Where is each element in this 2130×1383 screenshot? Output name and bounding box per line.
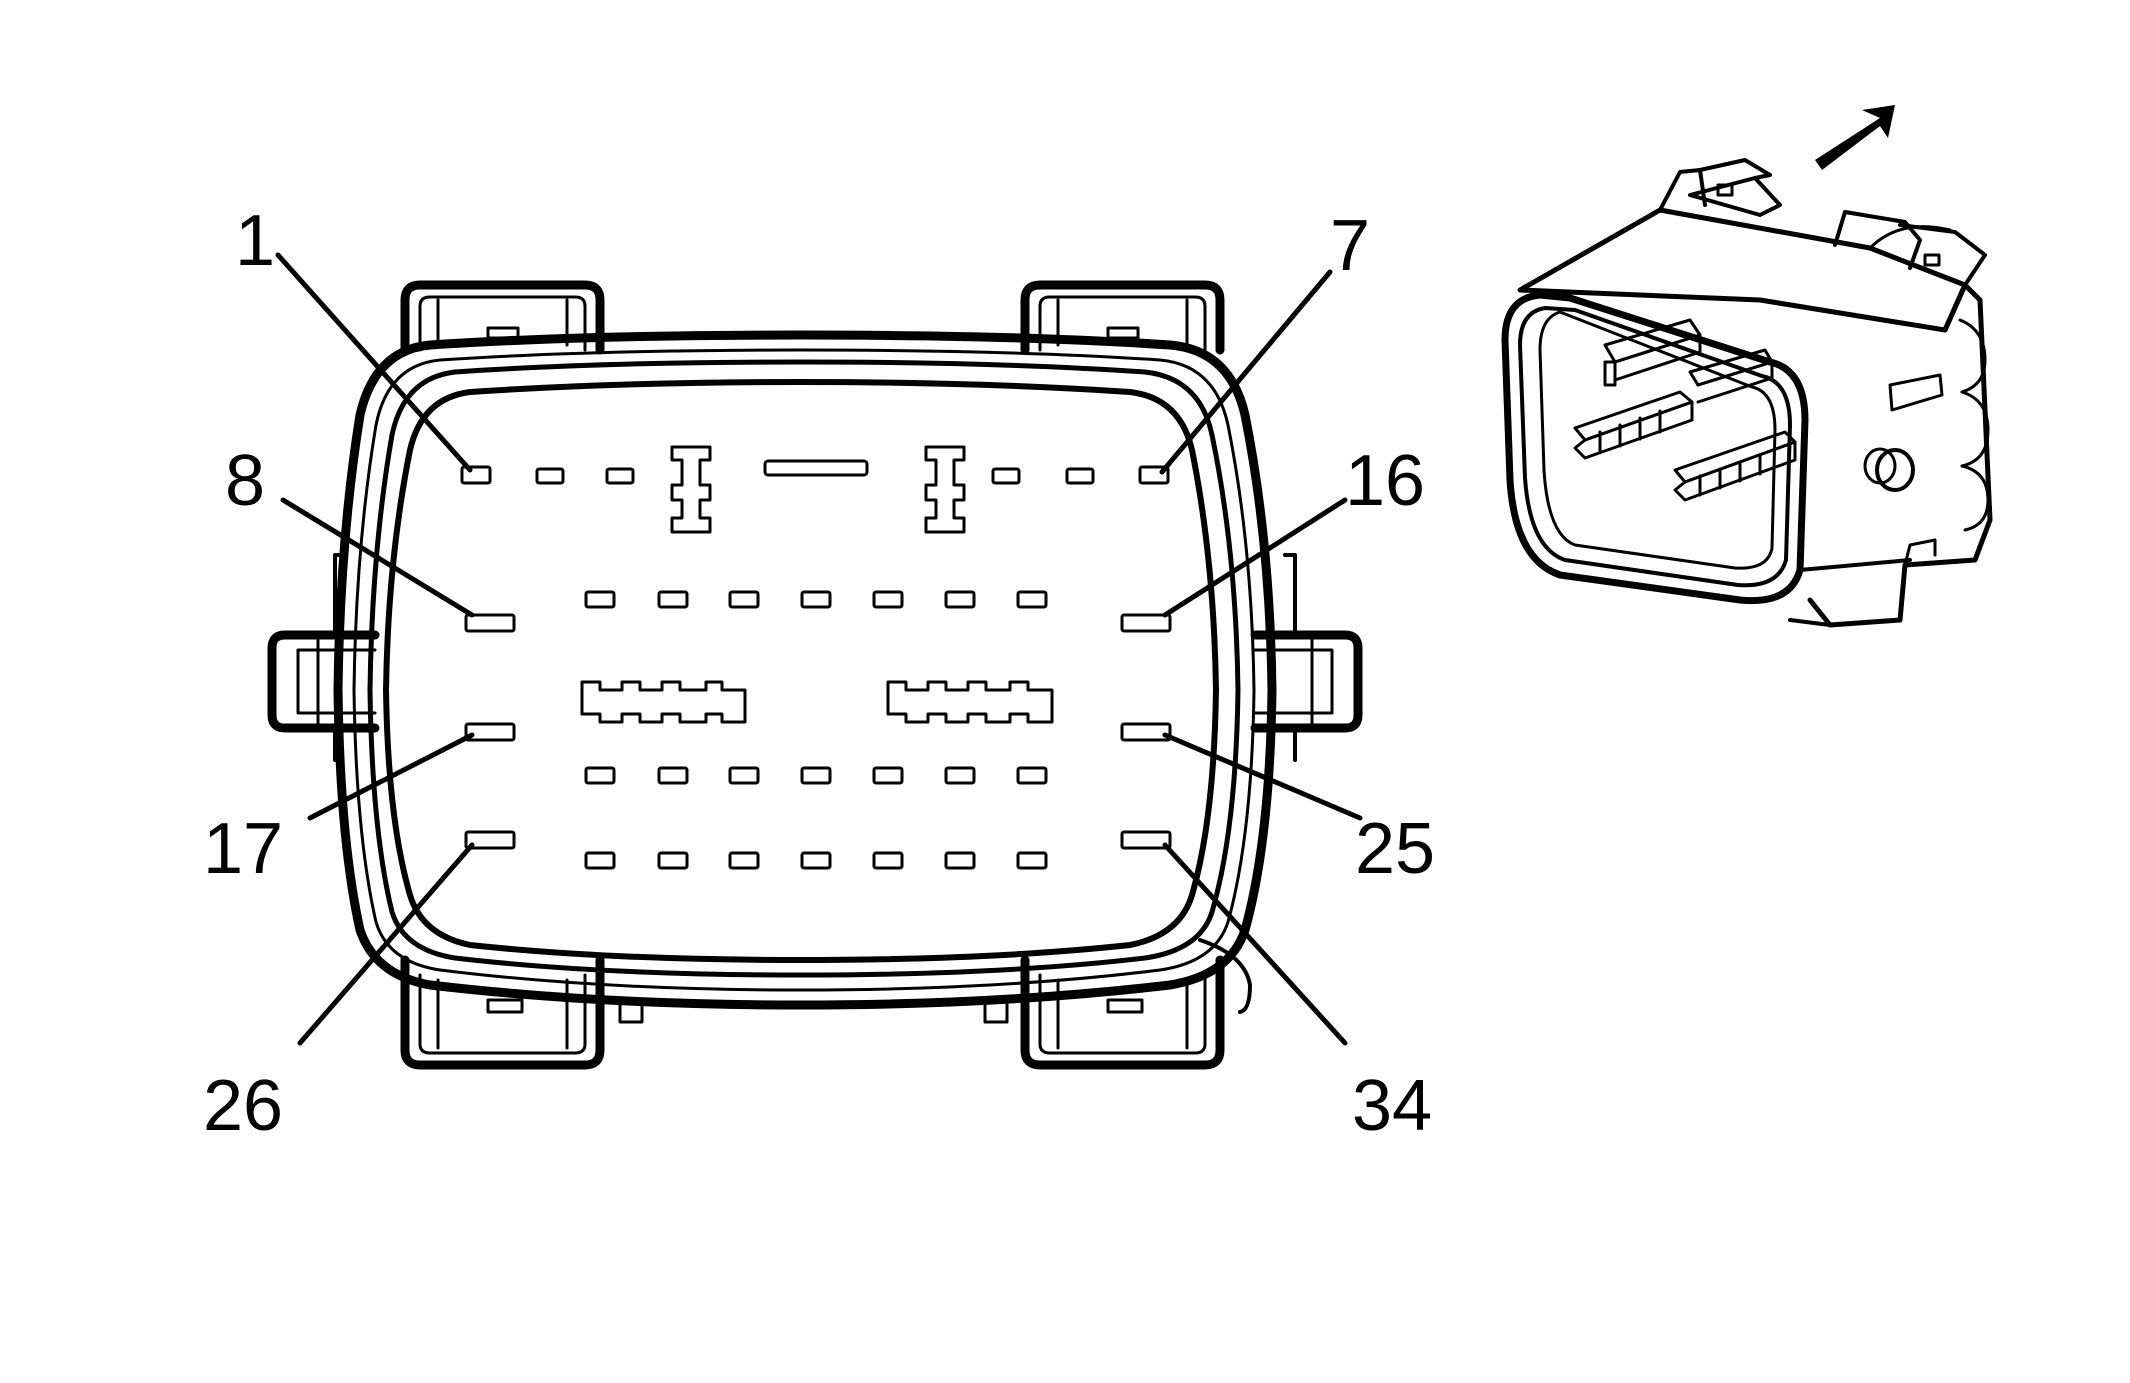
leader-line-pin-25 <box>1162 732 1363 821</box>
top-right-lock-tab <box>1020 280 1225 355</box>
iso-terminal-blades <box>1573 318 1797 502</box>
pin-label-8: 8 <box>225 441 265 521</box>
leader-line-pin-17 <box>307 732 475 821</box>
right-side-latch <box>1250 553 1363 762</box>
terminal-row-2 <box>464 590 1172 633</box>
seal-wire-lead <box>1198 938 1252 1014</box>
pin-labels: 1 7 8 16 17 25 26 34 <box>203 201 1435 1146</box>
leader-line-pin-8 <box>280 497 475 618</box>
pin-label-16: 16 <box>1345 441 1425 521</box>
center-latch-slots <box>580 680 1054 724</box>
terminal-row-4 <box>464 830 1172 870</box>
housing-outer-outline <box>333 330 1277 1010</box>
leader-line-pin-7 <box>1159 269 1333 475</box>
leader-lines <box>275 252 1363 1046</box>
iso-housing-side <box>1807 282 1993 628</box>
pin-label-26: 26 <box>203 1066 283 1146</box>
terminal-row-3 <box>464 722 1172 785</box>
housing-inner-outline-2 <box>367 359 1241 978</box>
bottom-left-lock-tab <box>400 955 644 1070</box>
connector-isometric-view <box>1501 105 1993 628</box>
leader-line-pin-16 <box>1162 497 1348 618</box>
leader-line-pin-1 <box>275 252 473 473</box>
housing-inner-outline-1 <box>352 348 1256 992</box>
arrow-up-right-icon <box>1815 105 1895 170</box>
iso-housing-top <box>1517 207 1968 333</box>
pin-label-17: 17 <box>203 809 283 889</box>
leader-line-pin-26 <box>297 842 475 1046</box>
pin-label-7: 7 <box>1330 206 1370 286</box>
pin-label-25: 25 <box>1355 809 1435 889</box>
leader-line-pin-34 <box>1162 842 1348 1046</box>
polarization-key-left <box>670 445 712 534</box>
polarization-key-right <box>924 445 966 534</box>
terminal-row-1 <box>460 445 1170 534</box>
iso-front-shroud <box>1501 291 1809 605</box>
mating-face-outline <box>383 379 1219 963</box>
connector-face-view <box>267 252 1363 1070</box>
pin-label-1: 1 <box>235 201 275 281</box>
left-side-latch <box>267 553 380 762</box>
pin-label-34: 34 <box>1352 1066 1432 1146</box>
